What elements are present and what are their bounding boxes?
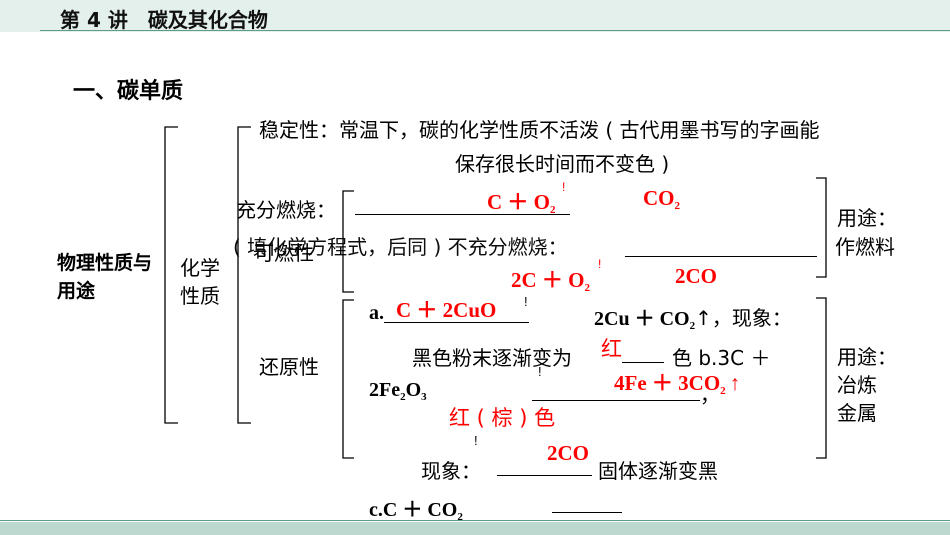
lecture-title: 第 4 讲 碳及其化合物 [60,8,268,32]
metal-use-value-2: 金属 [837,401,877,425]
answer-blank-partial [625,256,817,257]
header-underline [40,30,950,31]
metal-use-label: 用途： [837,345,897,369]
reaction-b-reactant: 2Fe2O3 [369,379,427,403]
reaction-b-observation-label: 现象： [421,459,481,483]
reaction-a-observation: 黑色粉末逐渐变为 [412,346,572,370]
reaction-b-start: 色 b.3C ＋ [672,346,771,370]
reaction-condition-mark-3: ǃ [524,294,528,309]
reaction-b-comma: ， [700,383,720,407]
answer-partial-right: 2CO [675,264,717,288]
reaction-c: c.C ＋ CO2 [369,499,463,523]
answer-blank-a [384,322,529,323]
answer-partial-left: 2C ＋ O2 [511,268,590,294]
footer-bar [0,522,950,535]
stability-label: 稳定性： [259,118,339,142]
partial-combustion-note: ( 填化学方程式，后同 ) 不充分燃烧： [233,235,568,259]
reaction-condition-mark: ǃ [562,180,566,194]
header-bar [0,0,950,32]
answer-full-left: C ＋ O2 [487,190,556,216]
reaction-condition-mark-5: ǃ [474,433,478,448]
stability-line-2: 保存很长时间而不变色 ) [455,152,670,176]
stability-line-1: 稳定性：常温下，碳的化学性质不活泼 ( 古代用墨书写的字画能 [259,114,820,143]
answer-blank-full [355,214,570,215]
answer-blank-c [552,512,622,513]
answer-full-right: CO2 [643,186,680,212]
fuel-use-value: 作燃料 [835,235,895,259]
full-combustion-label: 充分燃烧： [236,198,336,222]
reaction-a-prefix: a. [369,302,384,324]
answer-blank-b [532,400,700,401]
answer-color-red-brown: 红 ( 棕 ) 色 [449,406,556,430]
chemical-property-label: 化学性质 [180,256,220,308]
footer-line [0,520,950,521]
answer-blank-color [622,362,664,363]
answer-color-red: 红 [601,337,622,361]
stability-text-1: 常温下，碳的化学性质不活泼 ( 古代用墨书写的字画能 [339,118,820,142]
reaction-condition-mark-2: ǃ [598,257,602,271]
reaction-b-observation-tail: 固体逐渐变黑 [598,459,718,483]
answer-blank-b-obs [497,475,592,476]
section-heading: 一、碳单质 [73,79,184,104]
flammability-label: 可燃性 [254,241,314,265]
answer-a: C ＋ 2CuO [396,298,497,322]
reducibility-label: 还原性 [259,355,319,379]
answer-b: 4Fe ＋ 3CO2↑ [614,371,741,397]
metal-use-value-1: 冶炼 [837,373,877,397]
fuel-use-label: 用途： [837,206,897,230]
reaction-condition-mark-4: ǃ [538,364,542,379]
root-label: 物理性质与用途 [57,252,153,302]
answer-b-obs: 2CO [547,441,589,465]
reaction-a-products: 2Cu ＋ CO2↑，现象： [594,306,792,332]
